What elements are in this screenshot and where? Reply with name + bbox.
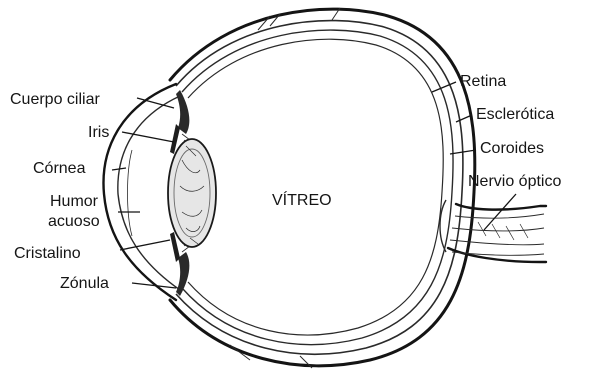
label-zonula: Zónula xyxy=(60,275,109,292)
label-coroides: Coroides xyxy=(480,140,544,157)
label-retina: Retina xyxy=(460,73,506,90)
label-humor-line2: acuoso xyxy=(48,213,100,230)
label-vitreo: VÍTREO xyxy=(272,190,332,209)
label-cristalino: Cristalino xyxy=(14,245,81,262)
lens xyxy=(168,139,216,247)
lens-outer xyxy=(168,139,216,247)
retina-layer xyxy=(188,39,443,335)
label-cuerpo-ciliar: Cuerpo ciliar xyxy=(10,91,100,108)
leader-cristalino xyxy=(120,240,170,250)
optic-nerve xyxy=(440,200,546,262)
label-cornea: Córnea xyxy=(33,160,86,177)
label-esclerotica: Esclerótica xyxy=(476,106,554,123)
cornea-outer xyxy=(104,84,176,300)
label-nervio-optico: Nervio óptico xyxy=(468,173,561,190)
choroid-layer xyxy=(182,30,453,344)
leader-nervio xyxy=(484,194,516,230)
label-iris: Iris xyxy=(88,124,109,141)
label-humor-line1: Humor xyxy=(50,193,99,210)
